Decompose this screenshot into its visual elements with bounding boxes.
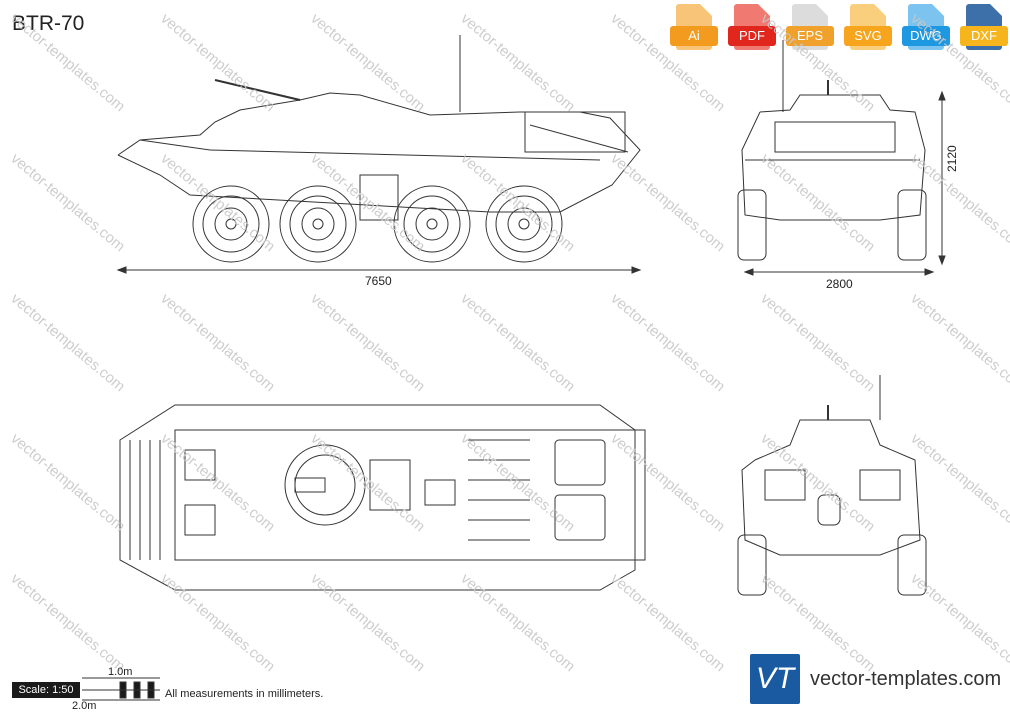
format-pdf-label: PDF xyxy=(728,26,776,46)
width-dimension: 2800 xyxy=(826,277,853,291)
format-svg-label: SVG xyxy=(844,26,892,46)
front-view xyxy=(737,40,946,276)
brand-site: vector-templates.com xyxy=(810,667,1002,690)
scale-one-meter: 1.0m xyxy=(108,666,133,678)
measurement-note: All measurements in millimeters. xyxy=(165,688,324,700)
format-dwg-icon[interactable]: DWG xyxy=(902,4,954,52)
brand[interactable]: VT vector-templates.com xyxy=(750,654,1001,704)
format-eps-label: EPS xyxy=(786,26,834,46)
brand-logo-icon: VT xyxy=(750,654,800,704)
format-badges: Ai PDF EPS SVG DWG DXF xyxy=(670,4,1010,52)
format-ai-icon[interactable]: Ai xyxy=(670,4,722,52)
format-dxf-label: DXF xyxy=(960,26,1008,46)
page-title: BTR-70 xyxy=(12,12,85,35)
height-dimension: 2120 xyxy=(945,145,959,172)
scale-label: Scale: 1:50 xyxy=(12,682,80,698)
format-dwg-label: DWG xyxy=(902,26,950,46)
format-ai-label: Ai xyxy=(670,26,718,46)
top-view xyxy=(119,404,646,591)
rear-view xyxy=(737,375,927,596)
format-dxf-icon[interactable]: DXF xyxy=(960,4,1010,52)
length-dimension: 7650 xyxy=(365,274,392,288)
format-svg-icon[interactable]: SVG xyxy=(844,4,896,52)
scale-two-meter: 2.0m xyxy=(72,700,97,712)
format-pdf-icon[interactable]: PDF xyxy=(728,4,780,52)
scale-bar xyxy=(82,677,160,701)
side-view xyxy=(116,35,642,274)
format-eps-icon[interactable]: EPS xyxy=(786,4,838,52)
